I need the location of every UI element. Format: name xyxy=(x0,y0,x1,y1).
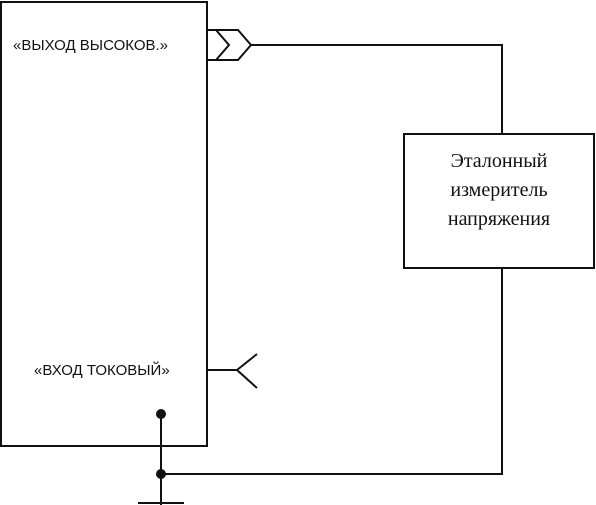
reference-meter-box xyxy=(403,133,595,269)
device-ground-junction xyxy=(156,409,166,419)
wire-output-to-meter xyxy=(251,44,503,134)
meter-label-line3: напряжения xyxy=(448,208,550,230)
input-port-label: «ВХОД ТОКОВЫЙ» xyxy=(34,361,170,379)
meter-label-line2: измеритель xyxy=(450,179,547,201)
ground-junction xyxy=(156,469,166,479)
output-port-label: «ВЫХОД ВЫСОКОВ.» xyxy=(13,37,168,54)
wire-meter-to-ground xyxy=(161,268,503,475)
output-connector-icon xyxy=(207,29,253,61)
input-connector-icon xyxy=(207,353,258,389)
device-block xyxy=(0,1,208,447)
meter-label-line1: Эталонный xyxy=(451,150,548,172)
